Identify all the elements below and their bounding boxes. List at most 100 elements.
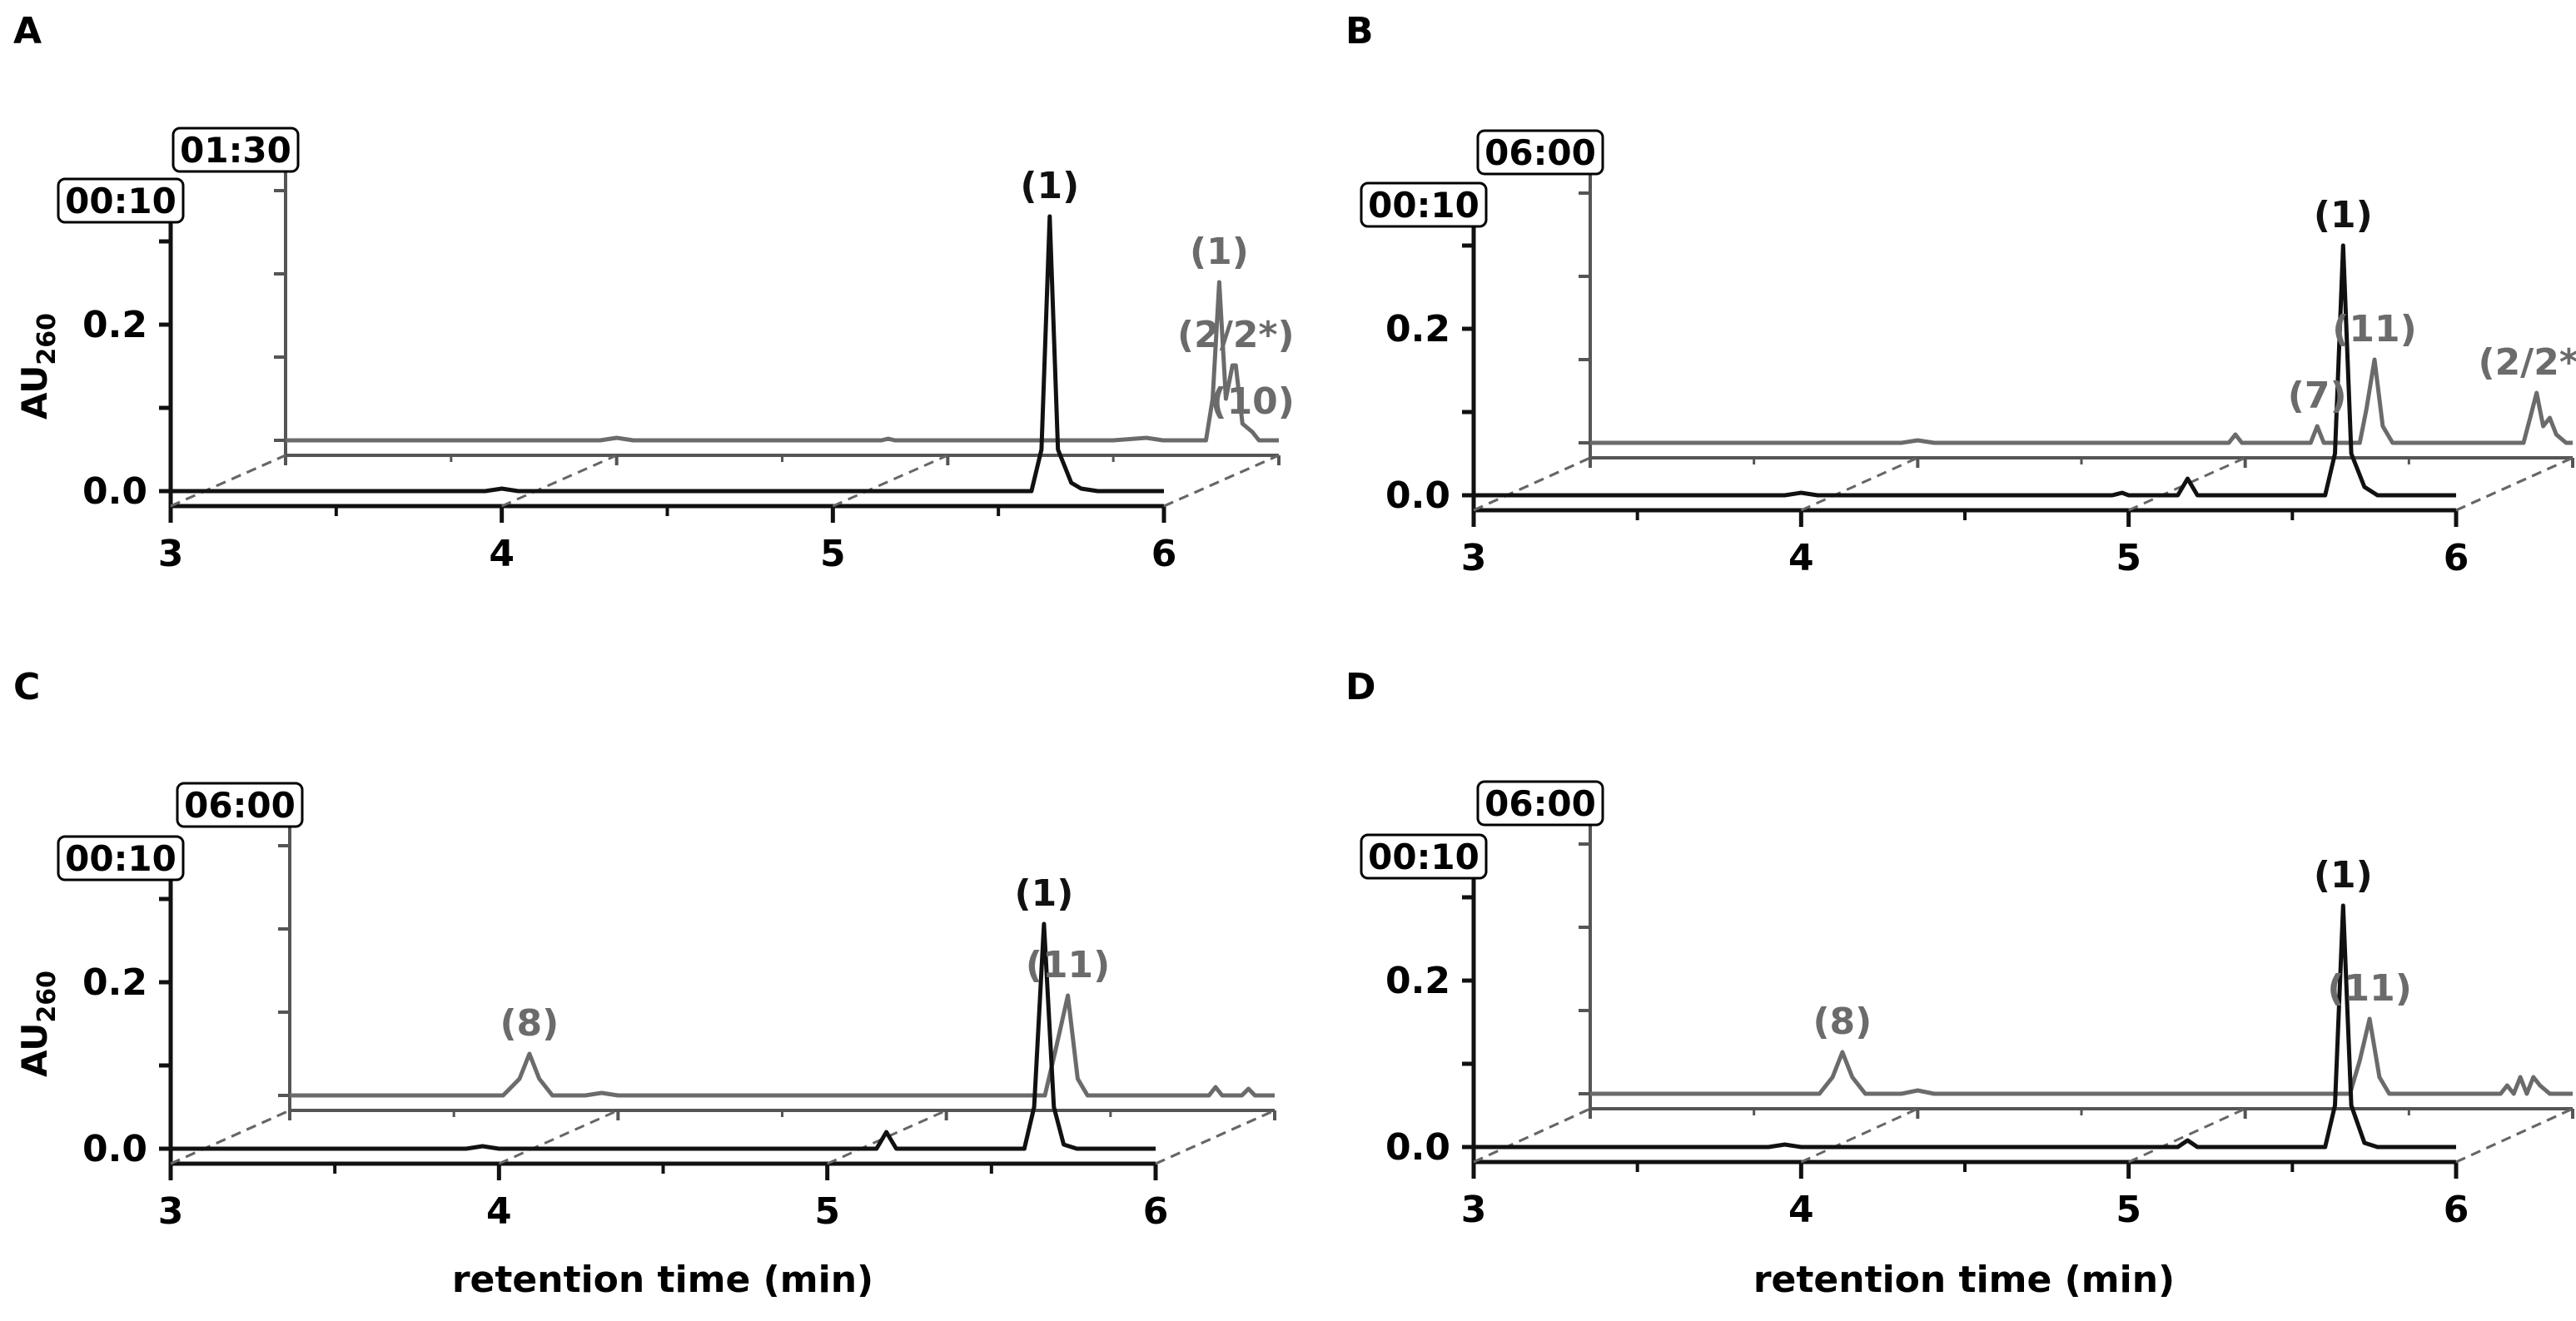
depth-guide: [2128, 1107, 2246, 1164]
panel-letter: C: [13, 666, 40, 708]
time-label-box: [172, 127, 300, 173]
x-tick-label: 3: [1461, 537, 1487, 579]
time-label: 00:10: [65, 838, 177, 879]
time-label: 00:10: [1368, 185, 1479, 226]
time-label-box: [57, 177, 185, 224]
y-tick-label: 0.0: [82, 470, 147, 513]
depth-guide-origin: [1473, 456, 1591, 512]
traces: [171, 921, 1275, 1151]
time-label-box: [176, 782, 304, 828]
depth-guide-origin: [170, 1109, 291, 1165]
trace-06-00: [1590, 1016, 2573, 1096]
x-tick-label: 6: [1143, 1190, 1169, 1233]
y-tick-label: 0.0: [82, 1128, 147, 1170]
x-tick-label: 4: [486, 1190, 512, 1233]
time-label: 00:10: [1368, 837, 1479, 877]
trace-06-00: [1590, 357, 2573, 445]
x-tick-label: 5: [2116, 1189, 2141, 1231]
time-label-box: [1360, 181, 1488, 228]
x-tick-label: 6: [2444, 1189, 2469, 1231]
peak-label: (11): [2327, 967, 2411, 1010]
peak-label: (1): [1020, 165, 1079, 207]
peak-labels: (8)(11)(1): [1813, 854, 2411, 1043]
trace-06-00: [290, 993, 1275, 1098]
x-tick-label: 4: [489, 533, 515, 575]
depth-guide: [827, 1109, 947, 1165]
trace-00-10: [1474, 243, 2456, 498]
x-tick-label: 4: [1788, 537, 1814, 579]
time-label: 06:00: [184, 785, 296, 826]
peak-labels: (1) (2/2*) (10) (1): [1020, 165, 1295, 423]
depth-guide-end: [2455, 456, 2574, 512]
x-tick-label: 6: [1151, 533, 1177, 575]
y-tick-label: 0.2: [82, 961, 147, 1004]
peak-label: (8): [500, 1002, 559, 1045]
y-tick-label: 0.2: [1385, 960, 1450, 1002]
x-tick-label: 4: [1788, 1189, 1814, 1231]
peak-label: (11): [1026, 944, 1110, 986]
x-tick-label: 5: [820, 533, 846, 575]
y-tick-label: 0.2: [82, 304, 147, 346]
y-tick-label: 0.0: [1385, 474, 1450, 517]
x-tick-label: 6: [2444, 537, 2469, 579]
traces: [171, 214, 1279, 494]
peak-label: (2/2*): [2478, 341, 2576, 384]
peak-label: (11): [2332, 308, 2416, 350]
x-axis-label: retention time (min): [1753, 1259, 2175, 1301]
peak-label: (10): [1210, 380, 1294, 423]
y-axis-label: AU260: [14, 971, 62, 1077]
time-label-box: [1476, 129, 1604, 176]
y-tick-label: 0.0: [1385, 1126, 1450, 1169]
time-label-box: [57, 835, 185, 881]
peak-label: (1): [2314, 194, 2373, 236]
peak-label: (1): [1015, 872, 1074, 915]
axes: 3 4 5 6 0.0 0.2: [1385, 819, 2574, 1231]
x-tick-label: 5: [814, 1190, 840, 1233]
time-label-box: [1476, 780, 1604, 827]
traces: [1474, 243, 2573, 498]
depth-guide: [2128, 456, 2246, 512]
time-label: 01:30: [180, 130, 291, 171]
trace-01-30: [286, 280, 1279, 443]
panel-c: C AU260 3 4 5 6 0.0 0.2 (8) (11) (1) 06:0000:10…: [13, 666, 1276, 1301]
x-tick-label: 3: [1461, 1189, 1487, 1231]
y-axis-label: AU260: [14, 313, 62, 420]
depth-guide-origin: [170, 454, 286, 508]
depth-guide: [1800, 456, 1918, 512]
time-label: 06:00: [1484, 783, 1596, 824]
depth-guide: [501, 454, 618, 508]
depth-guide-origin: [1473, 1107, 1591, 1164]
time-label: 06:00: [1484, 132, 1596, 173]
trace-00-10: [171, 214, 1164, 494]
depth-guide-end: [1163, 454, 1280, 508]
time-label-box: [1360, 833, 1488, 880]
peak-label: (7): [2288, 375, 2347, 417]
depth-guide-end: [2455, 1107, 2574, 1164]
peak-labels: (8) (11) (1): [500, 872, 1110, 1045]
depth-guide: [498, 1109, 619, 1165]
trace-00-10: [171, 921, 1156, 1151]
y-tick-label: 0.2: [1385, 308, 1450, 350]
axes: 3 4 5 6 0.0 0.2: [82, 821, 1276, 1233]
peak-label: (2/2*): [1177, 314, 1295, 356]
panel-letter: B: [1345, 10, 1374, 52]
traces: [1474, 903, 2573, 1150]
panel-letter: A: [13, 10, 42, 52]
x-tick-label: 3: [158, 1190, 184, 1233]
depth-guide-end: [1155, 1109, 1276, 1165]
trace-00-10: [1474, 903, 2456, 1150]
peak-label: (1): [1190, 231, 1249, 273]
panel-letter: D: [1345, 666, 1376, 708]
peak-labels: (7) (11) (2/2*) (1): [2288, 194, 2576, 417]
peak-label: (1): [2314, 854, 2373, 896]
time-label: 00:10: [65, 181, 177, 221]
